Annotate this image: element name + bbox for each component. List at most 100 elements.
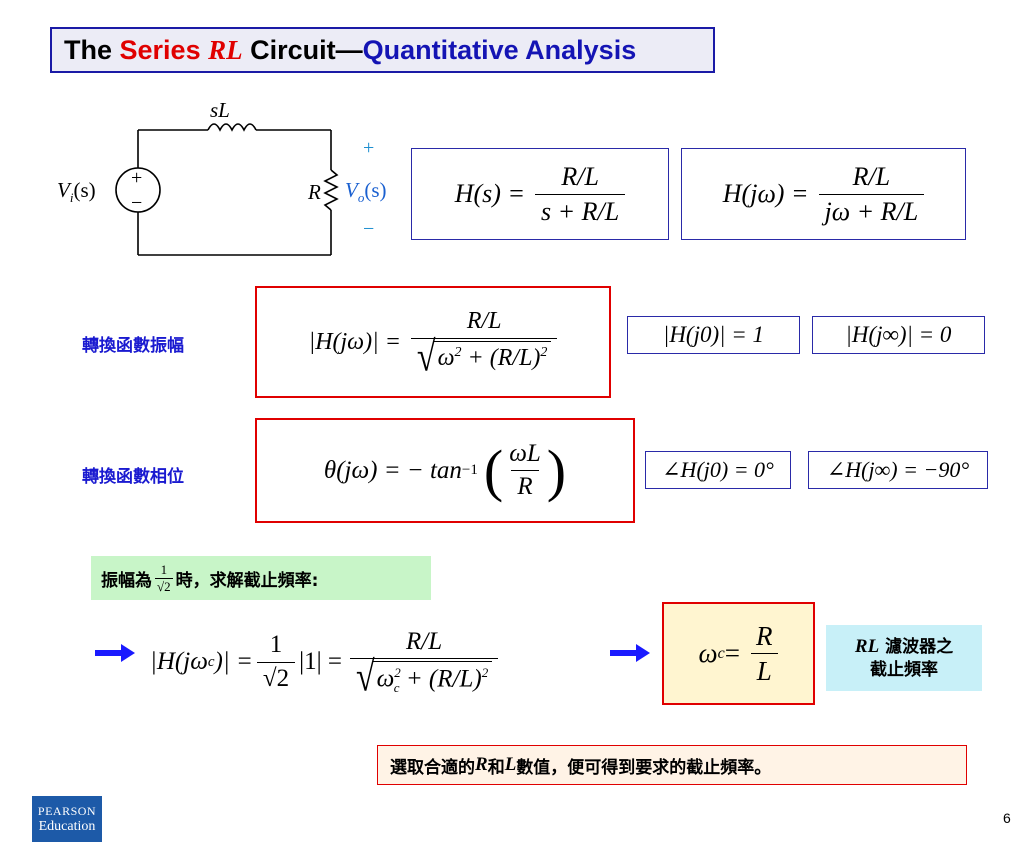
source-sub: i [69, 190, 74, 206]
bottom-note-a: 選取合適的 [390, 757, 475, 778]
magnitude-fraction: R/L √ω2 + (R/L)2 [410, 308, 558, 378]
hjw-num: R/L [852, 162, 891, 192]
title-text-rl: RL [208, 35, 243, 65]
magnitude-at-infinity: |H(j∞)| = 0 [812, 316, 985, 354]
output-v: V [345, 178, 358, 202]
cutoff-radical-sign: √ [355, 654, 375, 701]
phase-fraction: ωL R [503, 439, 547, 501]
hs-den: s + R/L [535, 193, 626, 225]
result-note-rl: RL [854, 635, 880, 657]
cutoff-note-pre: 振幅為 [101, 570, 152, 591]
result-num: R [755, 620, 773, 651]
hjw-lhs: H(jω) = [722, 179, 809, 208]
radicand-a: ω [437, 344, 455, 371]
magnitude-equation: |H(jω)| = R/L √ω2 + (R/L)2 [257, 288, 609, 396]
cutoff-radicand: ω2c + (R/L)2 [372, 661, 493, 696]
cutoff-lhs-end: )| = [214, 648, 253, 675]
source-minus: − [131, 192, 143, 214]
phase-at-zero: ∠H(j0) = 0° [645, 451, 791, 489]
title-text-1: The [64, 35, 120, 65]
slide-title: The Series RL Circuit—Quantitative Analy… [50, 27, 715, 73]
phase-den: R [511, 470, 539, 500]
magnitude-num: R/L [466, 308, 502, 335]
cutoff-note: 振幅為 1√2 時，求解截止頻率: [91, 556, 431, 600]
cutoff-note-post: 時，求解截止頻率: [175, 570, 319, 591]
source-label: Vi(s) [57, 178, 96, 206]
right-paren: ) [546, 437, 567, 503]
cutoff-den2: √ω2c + (R/L)2 [349, 656, 499, 699]
bottom-note-r: R [475, 754, 488, 775]
bottom-note-b: 和 [487, 757, 505, 778]
title-text-circuit: Circuit— [242, 35, 363, 65]
result-eq: = [724, 638, 740, 668]
page-number: 6 [1003, 810, 1011, 826]
logo-line2: Education [38, 818, 96, 834]
phase-at-infinity: ∠H(j∞) = −90° [808, 451, 988, 489]
output-label: Vo(s) [345, 178, 387, 206]
hs-num: R/L [561, 162, 599, 192]
source-v: V [57, 178, 70, 202]
hjw-den: jω + R/L [818, 193, 925, 225]
result-note-line1-text: 濾波器之 [879, 636, 954, 657]
radical-sign: √ [416, 333, 436, 381]
result-note-line1: RL 濾波器之 [855, 634, 953, 660]
cutoff-num1: 1 [269, 631, 283, 659]
title-text-series: Series [119, 35, 209, 65]
cutoff-radicand-sup: 2 [394, 665, 401, 681]
cutoff-radicand-sup2: 2 [481, 665, 489, 681]
result-lhs: ω [698, 638, 718, 668]
sqrt-symbol: √ω2 + (R/L)2 [417, 336, 552, 378]
bottom-note-l: L [504, 754, 517, 775]
pearson-logo: PEARSON Education [32, 796, 102, 842]
cutoff-num2: R/L [406, 627, 443, 655]
left-paren: ( [483, 437, 504, 503]
cutoff-sqrt-symbol: √ω2c + (R/L)2 [356, 656, 493, 699]
output-plus: + [363, 137, 375, 159]
cutoff-radicand-sub: c [393, 680, 400, 696]
result-den: L [750, 653, 778, 685]
phase-lhs: θ(jω) = − tan [323, 456, 462, 484]
source-arg: (s) [73, 178, 96, 202]
cutoff-lhs: |H(jω [150, 648, 208, 675]
radicand: ω2 + (R/L)2 [433, 340, 552, 375]
cutoff-mid: |1| = [299, 648, 342, 675]
result-note-line2: 截止頻率 [870, 660, 938, 681]
result-sub: c [717, 644, 725, 662]
magnitude-lhs: |H(jω)| = [308, 328, 401, 355]
cutoff-result-note: RL 濾波器之 截止頻率 [826, 625, 982, 691]
arrow-right-icon [610, 644, 650, 662]
hs-lhs: H(s) = [454, 179, 526, 208]
logo-line1: PEARSON [37, 803, 97, 818]
radicand-sup2: 2 [540, 344, 548, 360]
arrow-right-icon [95, 644, 135, 662]
cutoff-fraction-1: 1√2 [256, 631, 296, 692]
inductor-label: sL [210, 98, 230, 122]
output-arg: (s) [364, 178, 387, 202]
phase-num: ωL [509, 439, 541, 467]
title-text-analysis: Quantitative Analysis [362, 35, 637, 65]
cutoff-note-fraction: 1√2 [155, 563, 173, 593]
cutoff-fraction-2: R/L √ω2c + (R/L)2 [349, 627, 499, 699]
cutoff-note-num: 1 [160, 561, 168, 577]
cutoff-radicand-a: ω [376, 665, 395, 693]
magnitude-den: √ω2 + (R/L)2 [410, 336, 558, 378]
cutoff-lhs-sub: c [207, 653, 215, 670]
phase-label: 轉換函數相位 [82, 467, 184, 487]
magnitude-label: 轉換函數振幅 [82, 336, 184, 356]
magnitude-equation-box: |H(jω)| = R/L √ω2 + (R/L)2 [255, 286, 611, 398]
cutoff-radicand-b: + (R/L) [399, 665, 482, 693]
output-sub: o [357, 190, 365, 206]
cutoff-den1: √2 [256, 661, 296, 692]
resistor-label: R [308, 180, 321, 204]
source-plus: + [131, 167, 143, 189]
radicand-b: + (R/L) [461, 344, 541, 371]
